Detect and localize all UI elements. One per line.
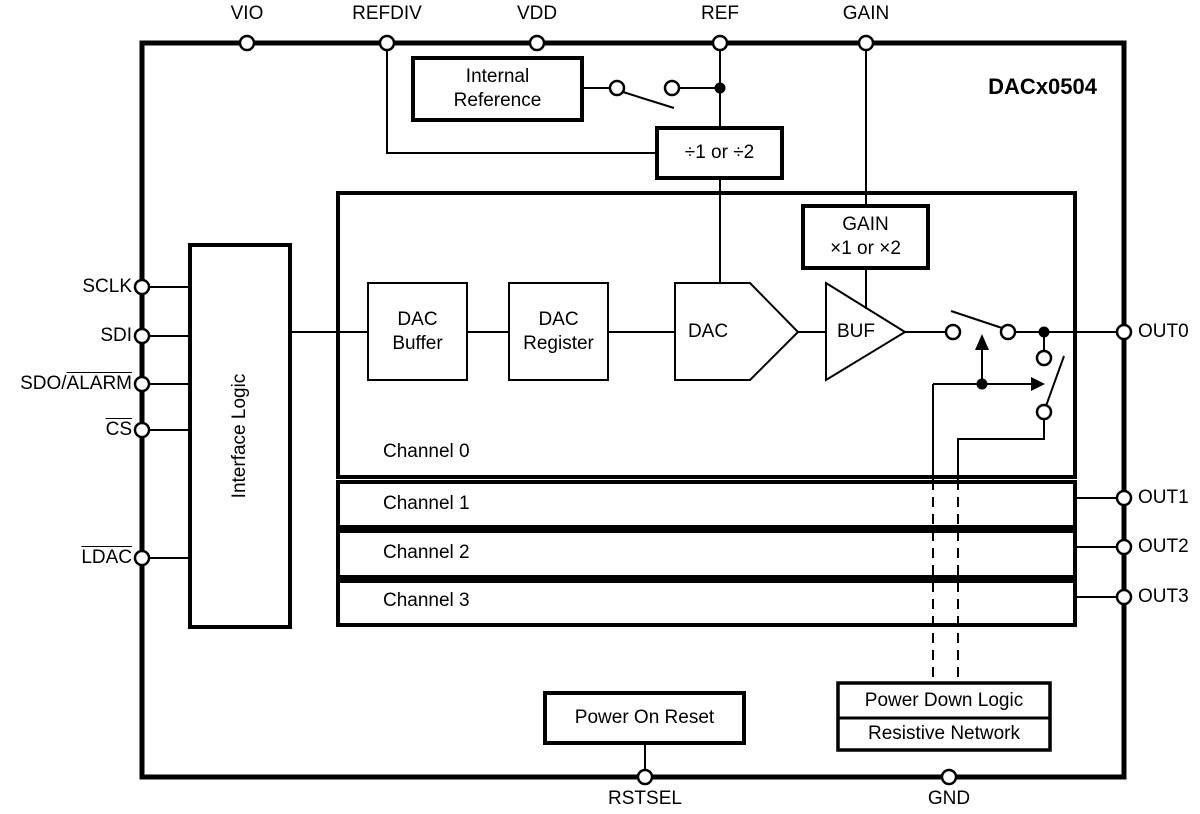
channel3-box [336, 579, 1077, 627]
out0-switch-contact-a [944, 323, 962, 341]
buf-triangle [825, 281, 907, 382]
channel0-label: Channel 0 [383, 441, 470, 462]
rstsel-pin [636, 768, 654, 786]
channel0-box [336, 191, 1077, 479]
pin-label-out2: OUT2 [1138, 536, 1189, 557]
pin-label-vio: VIO [230, 3, 264, 24]
pin-label-sdi-text: SDI [100, 325, 132, 346]
resistive-network-label: Resistive Network [867, 723, 1021, 744]
intref-switch-contact-a [608, 79, 626, 97]
channel3-label: Channel 3 [383, 590, 470, 611]
pin-label-ldac-overline: LDAC [81, 547, 132, 568]
out3-pin [1115, 588, 1133, 606]
junction-dots [714, 82, 1050, 390]
ref-divider-label: ÷1 or ÷2 [684, 142, 755, 163]
pin-label-refdiv: REFDIV [352, 3, 422, 24]
pin-label-sclk-text: SCLK [82, 276, 132, 297]
up-arrowhead [975, 334, 989, 350]
ref-pin [711, 34, 729, 52]
channel1-label: Channel 1 [383, 493, 470, 514]
pulldown-switch-blade [1045, 355, 1065, 407]
dac-register-label: DAC Register [523, 308, 594, 354]
out2-pin [1115, 538, 1133, 556]
pin-label-alarm-overline: ALARM [66, 373, 132, 394]
power-on-reset-label: Power On Reset [574, 707, 715, 728]
internal-reference-label: Internal Reference [453, 66, 542, 111]
ldac-pin [133, 549, 151, 567]
pulldown-switch-contact-a [1035, 349, 1053, 367]
power-down-logic-label: Power Down Logic [864, 689, 1024, 711]
device-title: DACx0504 [988, 74, 1097, 99]
out0-junction-dot [1038, 326, 1050, 338]
dac-pentagon [674, 282, 800, 381]
cs-pin [133, 421, 151, 439]
channel1-box [336, 480, 1077, 529]
pin-label-cs: CS [0, 419, 132, 441]
pin-label-out3: OUT3 [1138, 586, 1189, 607]
out1-pin [1115, 489, 1133, 507]
internal-reference-box [411, 56, 584, 122]
buf-label: BUF [837, 321, 875, 342]
chip-boundary [139, 40, 1127, 780]
out0-switch-contact-b [999, 323, 1017, 341]
pin-label-sdi: SDI [0, 325, 132, 347]
pin-label-ldac: LDAC [0, 547, 132, 569]
interface-logic-label: Interface Logic [229, 373, 250, 499]
function-blocks [367, 56, 1052, 752]
pin-label-gain: GAIN [842, 3, 890, 24]
out0-switch-blade [950, 310, 1006, 330]
pulldown-switch-contact-b [1035, 403, 1053, 421]
wire-pdswitch-down [957, 419, 1045, 480]
pin-label-out0: OUT0 [1138, 321, 1189, 342]
dac-buffer-box [367, 282, 468, 381]
pin-label-sdo-text: SDO/ [20, 373, 67, 394]
gain-block-label: GAIN ×1 or ×2 [830, 214, 901, 259]
pin-label-vdd: VDD [516, 3, 558, 24]
channel2-box [336, 529, 1077, 579]
out0-pin [1115, 323, 1133, 341]
sdi-pin [133, 327, 151, 345]
switch-contacts [608, 79, 1053, 421]
vio-pin [238, 34, 256, 52]
sdo-alarm-pin [133, 375, 151, 393]
pin-label-gnd: GND [927, 788, 971, 809]
gain-pin [857, 34, 875, 52]
intref-switch-contact-b [663, 79, 681, 97]
ref-junction-dot [714, 82, 726, 94]
channel-boxes [336, 191, 1077, 627]
interface-logic-box [188, 243, 292, 629]
pdl-junction-dot [976, 378, 988, 390]
gnd-pin [940, 768, 958, 786]
intref-switch-blade [622, 91, 675, 109]
power-on-reset-box [543, 691, 746, 745]
gain-block-box [801, 204, 930, 270]
pin-label-sclk: SCLK [0, 276, 132, 298]
pin-label-ref: REF [701, 3, 739, 24]
channel2-label: Channel 2 [383, 542, 470, 563]
pin-label-out1: OUT1 [1138, 487, 1189, 508]
ref-divider-box [655, 126, 784, 180]
pin-terminals [133, 34, 1133, 786]
right-arrowhead [1031, 377, 1045, 391]
sclk-pin [133, 278, 151, 296]
dac-label: DAC [687, 321, 729, 342]
pin-label-rstsel: RSTSEL [608, 788, 682, 809]
refdiv-pin [378, 34, 396, 52]
wire-refdiv [386, 43, 657, 154]
vdd-pin [528, 34, 546, 52]
arrowheads [975, 334, 1045, 391]
dac-register-box [508, 282, 609, 381]
dac-buffer-label: DAC Buffer [392, 308, 443, 354]
pin-label-cs-overline: CS [105, 419, 132, 440]
pin-label-sdo-alarm: SDO/ALARM [0, 373, 132, 395]
